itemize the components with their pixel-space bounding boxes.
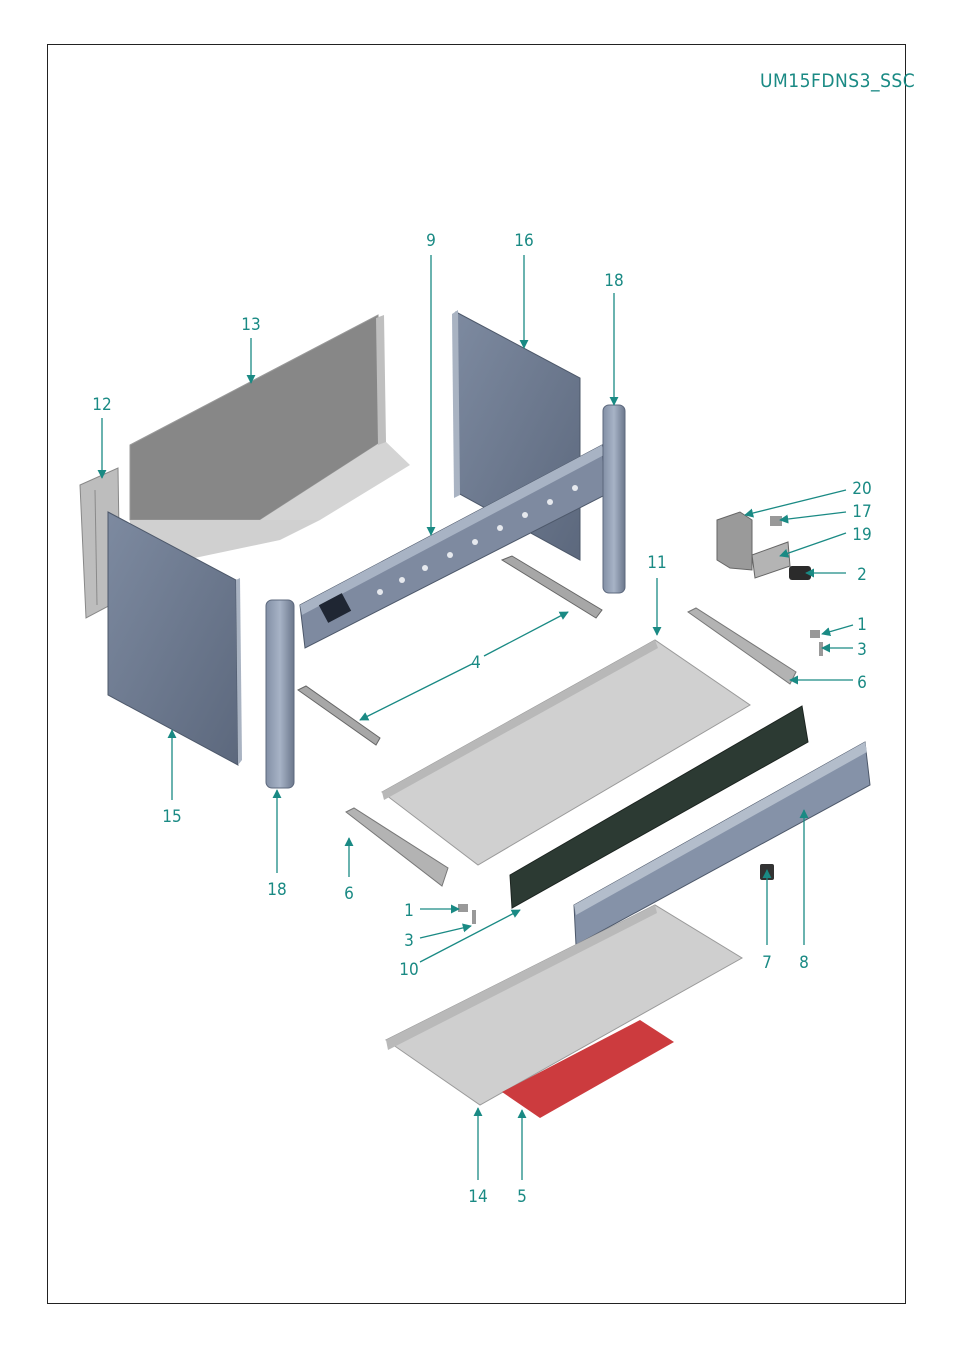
callout-6-left: 6 [344,884,354,904]
part-20-control-box [716,511,753,571]
drawing-frame [47,44,906,1304]
part-4-slide-rear [500,555,603,619]
part-14-base-plate [385,904,743,1106]
callout-6-right: 6 [857,673,867,693]
part-1-clip-right [810,630,820,638]
callout-4: 4 [471,653,481,673]
callout-14: 14 [468,1187,487,1207]
part-18-post-rear [602,404,626,594]
part-1-clip-left [458,904,468,912]
callout-13: 13 [241,315,260,335]
part-10-front-panel [509,705,809,909]
part-11-drawer-floor [381,639,751,866]
callout-3-right: 3 [857,640,867,660]
part-3-pin-left [472,910,476,924]
part-17-clip [770,516,782,526]
callout-7: 7 [762,953,772,973]
drawing-code: UM15FDNS3_SSC [760,70,916,92]
part-6-rail-right [687,607,797,685]
part-8-front-cover [573,741,871,946]
part-18-post-front [265,599,295,789]
callout-16: 16 [514,231,533,251]
callout-10: 10 [399,960,418,980]
callout-8: 8 [799,953,809,973]
callout-9: 9 [426,231,436,251]
callout-1-left: 1 [404,901,414,921]
callout-15: 15 [162,807,181,827]
callout-20: 20 [852,479,871,499]
part-19-mounting-plate [751,541,791,579]
part-4-slide-front [297,685,381,746]
callout-19: 19 [852,525,871,545]
callout-1-right: 1 [857,615,867,635]
callout-5: 5 [517,1187,527,1207]
callout-11: 11 [647,553,666,573]
callout-2: 2 [857,565,867,585]
part-5-insulation-pad [502,1020,674,1118]
part-15-side-panel [107,511,242,766]
callout-3-left: 3 [404,931,414,951]
part-3-pin-right [819,642,823,656]
callout-12: 12 [92,395,111,415]
callout-18-front: 18 [267,880,286,900]
part-6-rail-left [345,807,449,887]
callout-17: 17 [852,502,871,522]
leader-lines [97,255,854,1180]
part-13-rear-panel [129,314,410,560]
callout-18-rear: 18 [604,271,623,291]
